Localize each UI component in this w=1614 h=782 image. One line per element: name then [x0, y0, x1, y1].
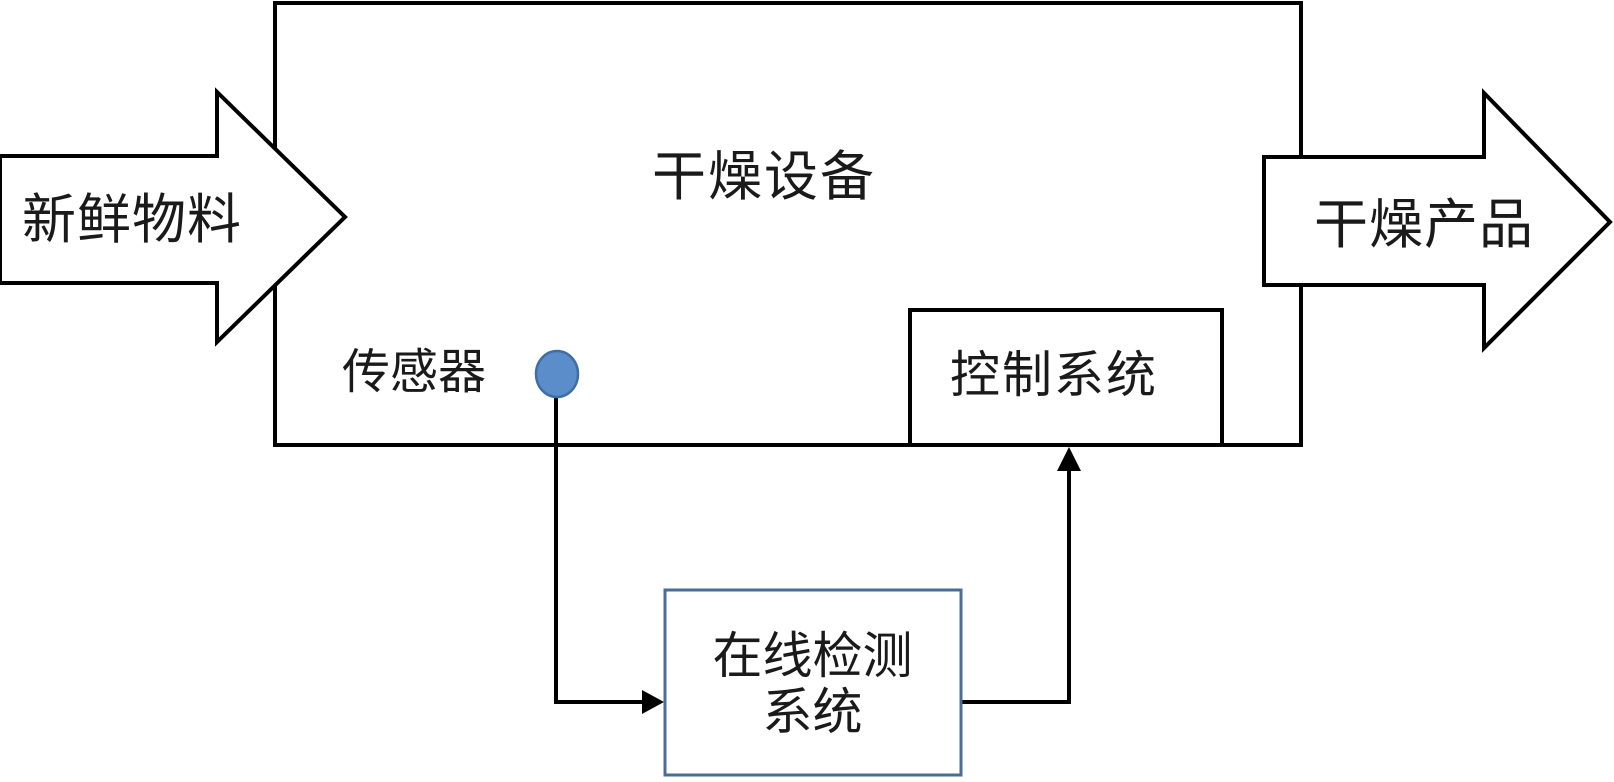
detection-system-label: 在线检测 系统	[664, 628, 961, 740]
output-arrow-label: 干燥产品	[1314, 193, 1534, 256]
detection-system-box	[663, 588, 963, 777]
sensor-label: 传感器	[342, 344, 487, 400]
sensor-to-detection-line	[554, 395, 656, 704]
control-system-box	[908, 308, 1224, 447]
input-arrow-shape	[0, 87, 348, 347]
detection-system-label-line2: 系统	[762, 683, 863, 741]
equipment-label: 干燥设备	[652, 145, 876, 208]
arrowhead-into-detection	[642, 690, 664, 714]
detection-system-label-line1: 在线检测	[712, 627, 913, 685]
control-system-label: 控制系统	[950, 346, 1158, 404]
output-arrow-shape	[1262, 88, 1613, 353]
detection-to-control-line	[961, 458, 1071, 704]
arrowhead-into-control	[1057, 447, 1081, 471]
input-arrow-label: 新鲜物料	[22, 188, 242, 251]
sensor-dot-icon	[534, 349, 580, 399]
